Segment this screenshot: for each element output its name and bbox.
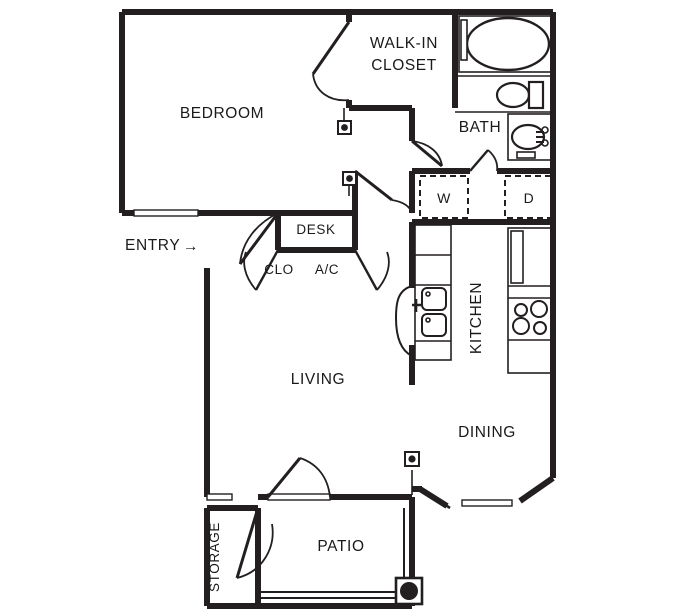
room-label-desk: DESK bbox=[296, 222, 335, 237]
burner-small-b bbox=[533, 321, 547, 335]
room-label-closet: CLO bbox=[264, 262, 294, 277]
window-group bbox=[133, 209, 513, 507]
wall-bay-right-angle bbox=[518, 475, 555, 504]
sink-basin-lower bbox=[421, 313, 447, 337]
door-leaf-clo bbox=[254, 249, 280, 291]
door-swing-bedroom bbox=[391, 199, 413, 214]
kitchen-faucet bbox=[412, 299, 421, 312]
burner-small-a bbox=[514, 303, 528, 317]
kitchen-peninsula bbox=[394, 285, 413, 357]
door-leaf-dining bbox=[421, 487, 451, 510]
appliance-label-dryer: D bbox=[524, 190, 535, 206]
door-leaf-bath bbox=[411, 139, 443, 168]
window-living-patio bbox=[267, 493, 331, 501]
post-dot-hall bbox=[346, 175, 353, 182]
window-living-small bbox=[206, 493, 233, 501]
sink-handle-b bbox=[541, 139, 549, 147]
door-swing-patio bbox=[299, 457, 331, 498]
appliance-label-washer: W bbox=[437, 190, 451, 206]
marker-group bbox=[337, 108, 424, 606]
door-leaf-patio bbox=[266, 457, 302, 498]
room-label-storage: STORAGE bbox=[207, 522, 222, 592]
burner-large-b bbox=[512, 317, 530, 335]
room-label-ac: A/C bbox=[315, 262, 339, 277]
toilet-tank bbox=[527, 80, 545, 110]
door-swing-walkin bbox=[312, 73, 350, 102]
room-label-patio: PATIO bbox=[317, 538, 364, 555]
washer-outline bbox=[419, 175, 469, 219]
door-leaf-walkin bbox=[311, 21, 351, 75]
sink-handle-a bbox=[541, 126, 549, 134]
tub-ledge bbox=[460, 19, 468, 61]
door-swing-ac bbox=[376, 251, 390, 291]
refrigerator bbox=[510, 230, 524, 284]
room-label-walkin-line1: WALK-IN bbox=[370, 35, 438, 52]
entry-label: ENTRY bbox=[125, 237, 180, 254]
kitchen-counter-right-divs bbox=[508, 285, 553, 341]
fixture-group bbox=[258, 11, 555, 599]
room-label-living: LIVING bbox=[291, 371, 345, 388]
door-swing-bath bbox=[411, 140, 443, 167]
door-leaf-ac bbox=[353, 249, 379, 291]
entry-arrow-icon: → bbox=[183, 238, 199, 255]
door-swing-storage bbox=[236, 523, 274, 579]
sink-drain-upper bbox=[425, 291, 431, 297]
patio-railing bbox=[258, 591, 404, 599]
kitchen-counter-left-divs bbox=[415, 254, 451, 342]
kitchen-counter-left bbox=[414, 224, 452, 361]
kitchen-counter-right bbox=[507, 227, 554, 374]
room-label-bath: BATH bbox=[459, 119, 502, 136]
post-dot-patio bbox=[408, 455, 416, 463]
door-swing-bath-inner bbox=[487, 149, 499, 172]
dryer-outline bbox=[504, 175, 554, 219]
patio-column bbox=[400, 582, 418, 600]
label-group: BEDROOM WALK-IN CLOSET BATH DESK CLO A/C… bbox=[125, 35, 534, 592]
room-label-dining: DINING bbox=[458, 424, 516, 441]
room-label-walkin-line2: CLOSET bbox=[371, 57, 437, 74]
door-leaf-bath-inner bbox=[469, 149, 489, 172]
door-group bbox=[235, 21, 499, 579]
vanity-counter bbox=[507, 113, 554, 161]
sink-basin-upper bbox=[421, 287, 447, 311]
window-bedroom bbox=[133, 209, 199, 217]
door-swing-clo bbox=[243, 251, 257, 291]
vanity-drawer bbox=[516, 151, 536, 159]
window-dining-bay bbox=[461, 499, 513, 507]
room-label-bedroom: BEDROOM bbox=[180, 105, 264, 122]
door-leaf-storage bbox=[235, 507, 260, 579]
sink-drain-lower bbox=[425, 317, 431, 323]
door-leaf-entry bbox=[238, 212, 280, 265]
door-leaf-bedroom bbox=[354, 169, 393, 202]
burner-large-a bbox=[530, 300, 548, 318]
door-swing-entry bbox=[239, 212, 279, 265]
room-label-kitchen: KITCHEN bbox=[468, 282, 485, 354]
post-dot-bedroom bbox=[341, 124, 348, 131]
